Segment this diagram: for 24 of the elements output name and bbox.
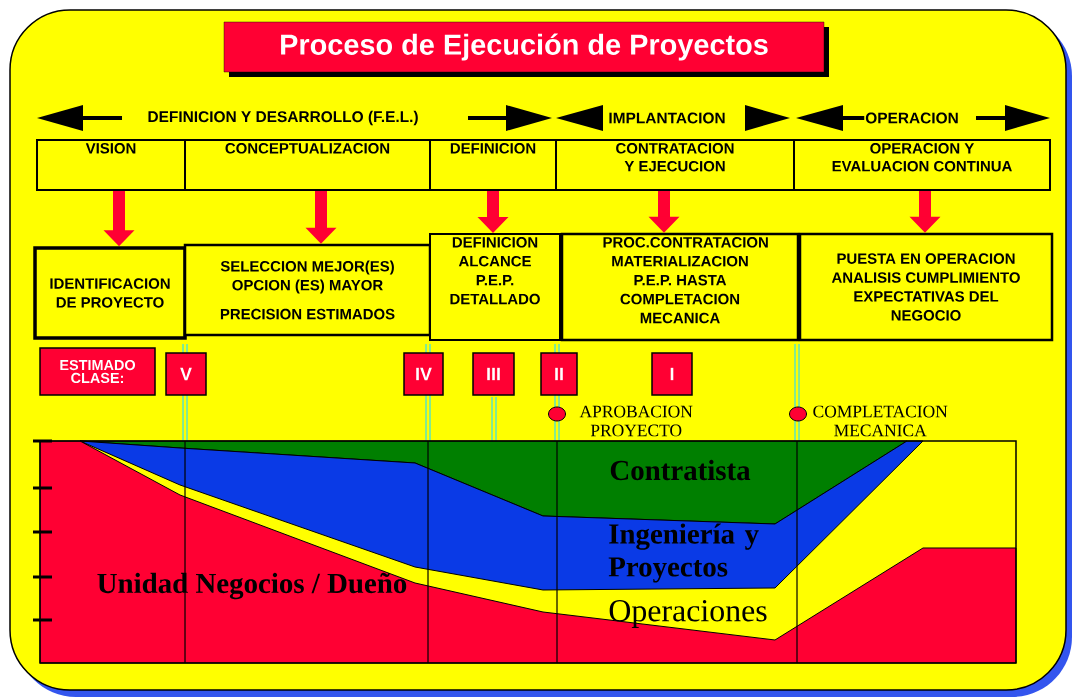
estimate-class-box: I bbox=[651, 352, 693, 396]
milestone-dot bbox=[789, 406, 807, 422]
activity-box: DEFINICION ALCANCE P.E.P. DETALLADO bbox=[429, 233, 561, 341]
phase-box: DEFINICION bbox=[429, 139, 557, 191]
phase-box: CONCEPTUALIZACION bbox=[184, 139, 431, 191]
estimate-class-box: II bbox=[540, 352, 578, 396]
activity-box: SELECCION MEJOR(ES) OPCION (ES) MAYOR PRECISION ESTIMADOS bbox=[183, 243, 432, 337]
phase-box: CONTRATACION Y EJECUCION bbox=[555, 139, 795, 191]
milestone-label: APROBACION PROYECTO bbox=[579, 405, 693, 437]
estimate-class-box: III bbox=[472, 352, 515, 396]
estimate-class-box: IV bbox=[403, 352, 444, 396]
estimate-class-box: ESTIMADO CLASE: bbox=[39, 347, 156, 396]
area-label: Operaciones bbox=[609, 600, 767, 628]
phase-box: OPERACION Y EVALUACION CONTINUA bbox=[793, 139, 1051, 191]
title-banner: Proceso de Ejecución de Proyectos bbox=[223, 21, 829, 77]
activity-box: PUESTA EN OPERACION ANALISIS CUMPLIMIENTO EXPECTATIVAS DEL NEGOCIO bbox=[798, 232, 1054, 342]
phase-box: VISION bbox=[36, 139, 186, 191]
activity-box: IDENTIFICACION DE PROYECTO bbox=[33, 246, 187, 340]
estimate-class-box: V bbox=[165, 352, 207, 396]
milestone-label: COMPLETACION MECANICA bbox=[813, 405, 948, 437]
area-label: Contratista bbox=[610, 459, 751, 481]
milestone-dot bbox=[548, 406, 566, 422]
activity-box: PROC.CONTRATACION MATERIALIZACION P.E.P. HASTA COMPLETACION MECANICA bbox=[560, 232, 800, 342]
area-label: Ingeniería y Proyectos bbox=[608, 523, 759, 583]
